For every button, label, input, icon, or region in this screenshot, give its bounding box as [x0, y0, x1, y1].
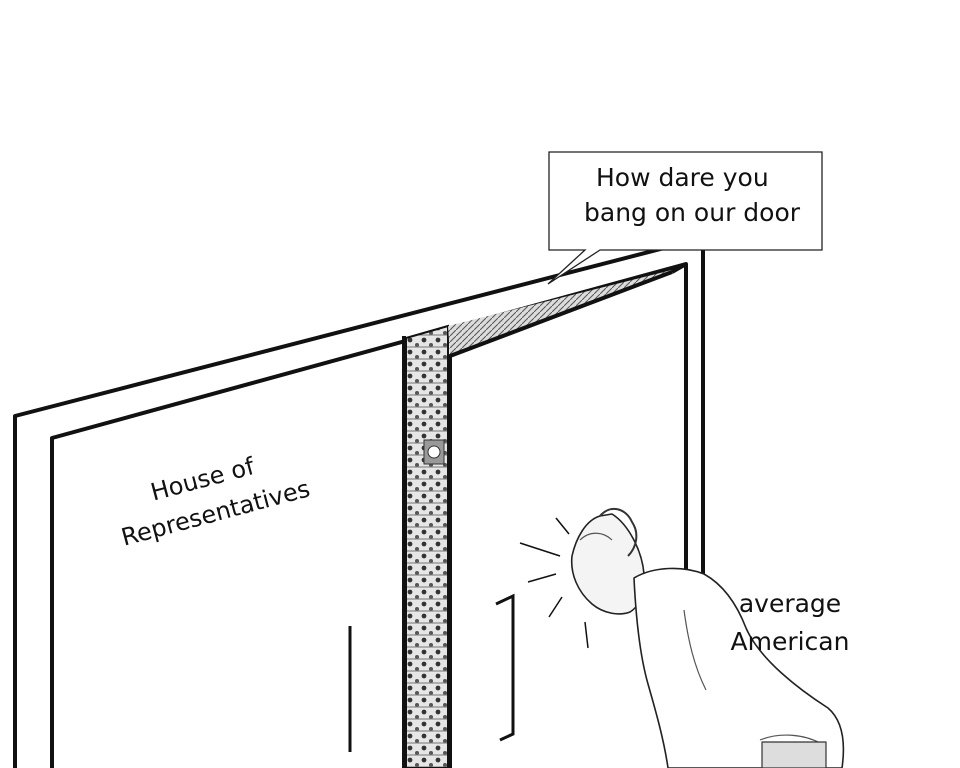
door-handles — [348, 593, 515, 752]
speech-bubble-text: How dare you bang on our door — [556, 160, 818, 230]
impact-lines — [519, 517, 589, 649]
right-door-panel — [448, 262, 687, 768]
chamber-interior — [405, 270, 672, 768]
person-label-line-1: average — [738, 589, 842, 618]
person-figure — [570, 507, 845, 768]
door-frame — [13, 236, 705, 768]
person-label-line-2: American — [730, 627, 850, 656]
speech-bubble — [547, 151, 823, 285]
speech-line-2: bang on our door — [584, 198, 801, 227]
person-label: average American — [720, 585, 860, 661]
speech-line-1: How dare you — [596, 163, 769, 192]
left-door-panel — [50, 262, 688, 768]
